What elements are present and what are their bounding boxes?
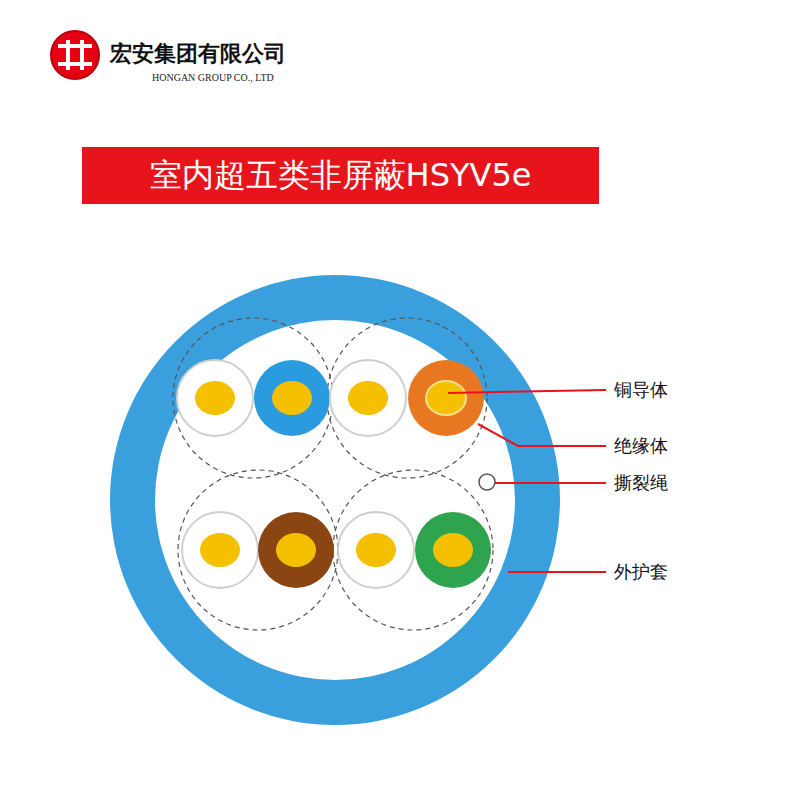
title-band — [82, 147, 599, 204]
part-label: 外护套 — [614, 560, 668, 584]
cable-core — [155, 320, 515, 680]
company-name: 宏安集团有限公司 — [110, 39, 286, 69]
pair-outline — [173, 318, 493, 630]
company-name-en: HONGAN GROUP CO., LTD — [152, 72, 274, 83]
rip-cord — [479, 474, 495, 490]
outer-sheath — [110, 275, 560, 725]
leader-line — [448, 390, 606, 572]
twisted-pairs — [177, 360, 491, 588]
part-label: 铜导体 — [614, 378, 668, 402]
title: 室内超五类非屏蔽HSYV5e — [150, 154, 532, 198]
part-label: 撕裂绳 — [614, 471, 668, 495]
part-label: 绝缘体 — [614, 434, 668, 458]
logo-symbol — [51, 31, 99, 79]
